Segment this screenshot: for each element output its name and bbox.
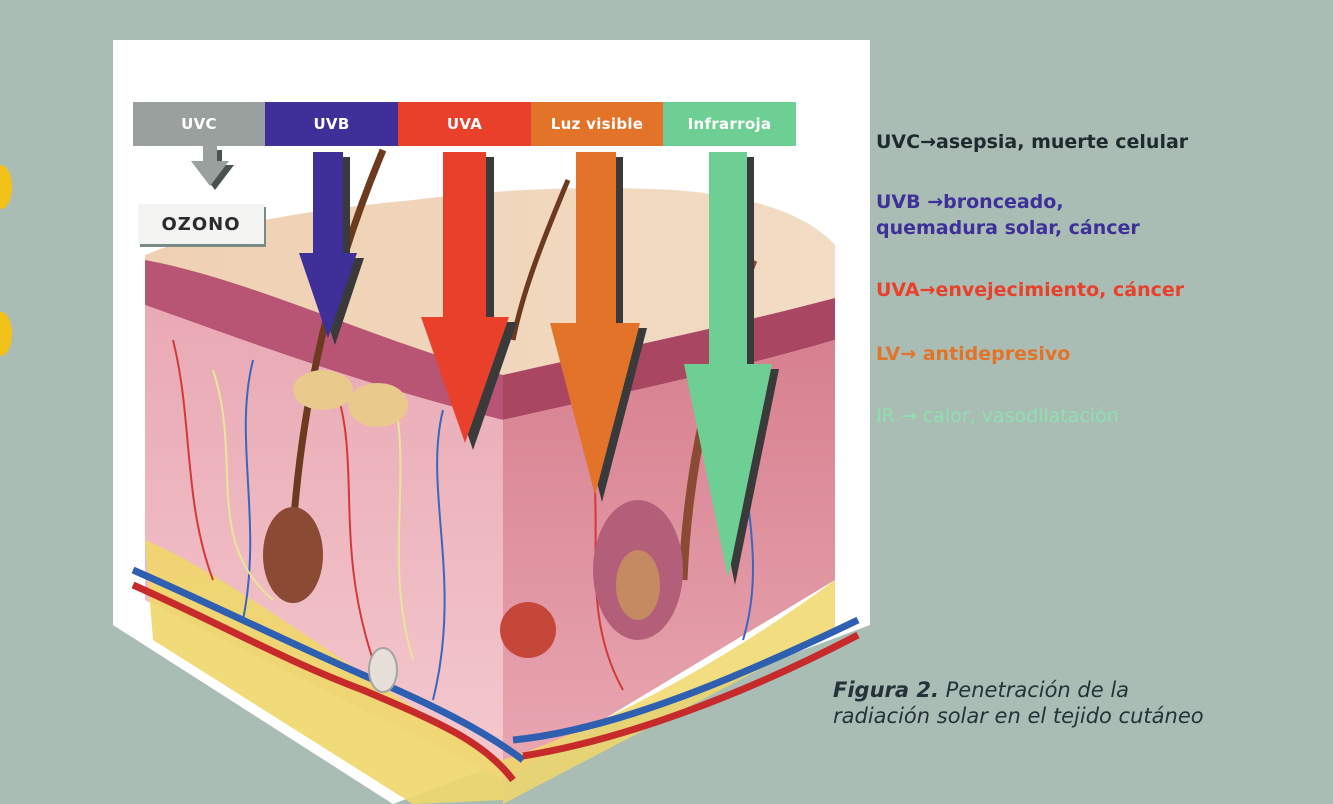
band-uva: UVA [398, 102, 531, 146]
legend-lv: LV→ antidepresivo [876, 342, 1070, 366]
skin-diagram [113, 40, 870, 804]
skin-diagram-card [113, 40, 870, 804]
sebaceous-gland [293, 370, 353, 410]
caption-text-line2: radiación solar en el tejido cutáneo [833, 704, 1204, 728]
legend-ir: IR → calor, vasodilatación [876, 404, 1119, 428]
hair-bulb [616, 550, 660, 620]
caption-text: Penetración de la [939, 678, 1129, 702]
page-edge-mark [0, 312, 12, 356]
sebaceous-gland [348, 383, 408, 427]
sweat-gland [500, 602, 556, 658]
legend-uva: UVA→envejecimiento, cáncer [876, 278, 1184, 302]
hair-bulb [263, 507, 323, 603]
pacinian-corpuscle [369, 648, 397, 692]
page-edge-mark [0, 165, 12, 209]
band-uvb: UVB [265, 102, 398, 146]
caption-label: Figura 2. [833, 678, 939, 702]
legend-uvb-line2: quemadura solar, cáncer [876, 216, 1140, 240]
band-uvc: UVC [133, 102, 265, 146]
legend-uvb-line1: UVB →bronceado, [876, 190, 1064, 214]
ozone-label: OZONO [138, 204, 264, 244]
legend-uvc: UVC→asepsia, muerte celular [876, 130, 1188, 154]
band-infrared: Infrarroja [663, 102, 796, 146]
figure-caption: Figura 2. Penetración de la radiación so… [833, 677, 1313, 729]
band-visible-light: Luz visible [531, 102, 663, 146]
